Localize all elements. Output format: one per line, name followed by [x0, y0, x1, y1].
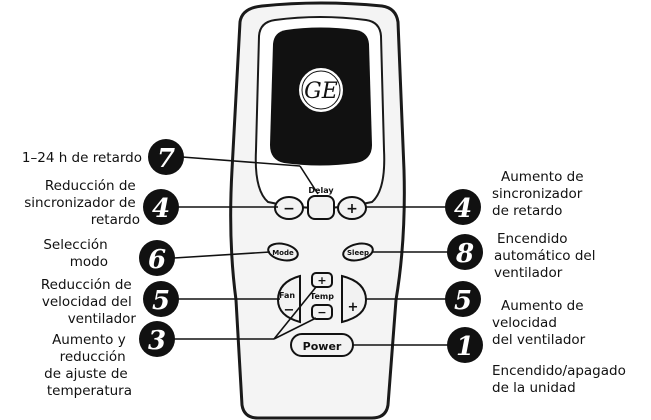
leader-3-down	[273, 317, 317, 340]
callout-4-left-label-line: retardo	[91, 212, 140, 228]
callout-3-label-line: de ajuste de	[44, 366, 128, 382]
callout-1-label-line: de la unidad	[492, 380, 576, 396]
temp-plus-glyph: +	[317, 274, 326, 287]
timer-plus-glyph: +	[346, 201, 358, 217]
power-button[interactable]: Power	[290, 333, 354, 357]
callout-6: 6	[139, 240, 175, 276]
fan-minus-glyph: −	[284, 303, 295, 318]
callout-4-left-label-line: Reducción de	[45, 178, 136, 194]
callout-6-number: 6	[148, 245, 166, 275]
timer-minus-glyph: −	[283, 201, 295, 217]
callout-7-label: 1–24 h de retardo	[22, 150, 142, 166]
callout-7-number: 7	[157, 144, 175, 174]
leader-7b	[299, 165, 319, 195]
temp-minus-glyph: −	[317, 306, 326, 319]
callout-5-left-label-line: ventilador	[68, 311, 137, 327]
timer-increase-button[interactable]: +	[337, 196, 367, 220]
mode-button[interactable]: Mode	[267, 241, 300, 263]
callout-8: 8	[447, 234, 483, 270]
callout-3-number: 3	[148, 326, 166, 356]
callout-8-label-line: Encendido	[497, 231, 568, 247]
fan-decrease-button[interactable]: −	[276, 274, 301, 324]
callout-5-left: 5	[143, 281, 179, 317]
fan-increase-button[interactable]: +	[341, 274, 368, 324]
callout-5-left-number: 5	[152, 286, 170, 316]
callout-8-label: Encendido automático del ventilador	[494, 231, 600, 281]
callout-8-label-line: automático del	[494, 248, 595, 264]
callout-3: 3	[139, 321, 175, 357]
callout-4-left-label: Reducción de sincronizador de retardo	[24, 178, 140, 228]
callout-4-right-label-line: de retardo	[492, 203, 562, 219]
ge-logo: GE	[297, 66, 345, 114]
callout-1-label: Encendido/apagado de la unidad	[492, 363, 630, 396]
callout-6-label-line: modo	[70, 254, 108, 270]
callout-4-right-label: Aumento de sincronizador de retardo	[492, 169, 588, 219]
callout-4-left-number: 4	[152, 194, 170, 224]
callout-4-right: 4	[445, 189, 481, 225]
callout-5-right-label-line: Aumento de	[501, 298, 584, 314]
callout-5-left-label-line: Reducción de	[41, 277, 132, 293]
temp-increase-button[interactable]: +	[311, 272, 333, 288]
fan-plus-glyph: +	[348, 300, 359, 315]
fan-label: Fan	[279, 291, 295, 300]
callout-1-number: 1	[456, 332, 474, 362]
callout-6-label-line: Selección	[43, 237, 107, 253]
callout-5-right-label-line: del ventilador	[492, 332, 586, 348]
callout-6-label: Selección modo	[43, 237, 112, 270]
temp-decrease-button[interactable]: −	[311, 304, 333, 320]
callout-1-label-line: Encendido/apagado	[492, 363, 626, 379]
leader-7	[181, 156, 301, 167]
mode-label: Mode	[272, 249, 294, 257]
callout-3-label-line: reducción	[60, 349, 126, 365]
ge-logo-text: GE	[304, 79, 338, 104]
timer-decrease-button[interactable]: −	[274, 196, 304, 220]
callout-7-label-line: 1–24 h de retardo	[22, 150, 142, 166]
callout-5-right-label-line: velocidad	[492, 315, 557, 331]
callout-5-right-number: 5	[454, 286, 472, 316]
leader-3-up	[273, 286, 317, 340]
callout-5-right-label: Aumento de velocidad del ventilador	[492, 298, 588, 348]
callout-8-number: 8	[455, 239, 474, 269]
callout-3-label: Aumento y reducción de ajuste de tempera…	[44, 332, 132, 399]
power-label: Power	[303, 340, 342, 353]
callout-3-label-line: Aumento y	[52, 332, 126, 348]
delay-label: Delay	[308, 186, 334, 195]
sleep-label: Sleep	[347, 249, 369, 257]
leader-6	[173, 251, 271, 259]
callout-4-right-label-line: Aumento de	[501, 169, 584, 185]
callout-5-left-label-line: velocidad del	[42, 294, 132, 310]
callout-4-left: 4	[143, 189, 179, 225]
temp-label: Temp	[310, 292, 334, 301]
callout-4-right-label-line: sincronizador	[492, 186, 583, 202]
callout-8-label-line: ventilador	[494, 265, 563, 281]
callout-3-label-line: temperatura	[47, 383, 132, 399]
delay-button[interactable]	[307, 195, 335, 220]
remote-control: GE Delay − + Mode Sleep − Fan	[229, 1, 406, 420]
callout-5-right: 5	[445, 281, 481, 317]
sleep-button[interactable]: Sleep	[342, 241, 375, 263]
callout-7: 7	[148, 139, 184, 175]
callout-4-right-number: 4	[454, 194, 472, 224]
leader-lines	[173, 156, 448, 346]
callout-4-left-label-line: sincronizador de	[24, 195, 136, 211]
callout-1: 1	[447, 327, 483, 363]
callout-5-left-label: Reducción de velocidad del ventilador	[41, 277, 137, 327]
